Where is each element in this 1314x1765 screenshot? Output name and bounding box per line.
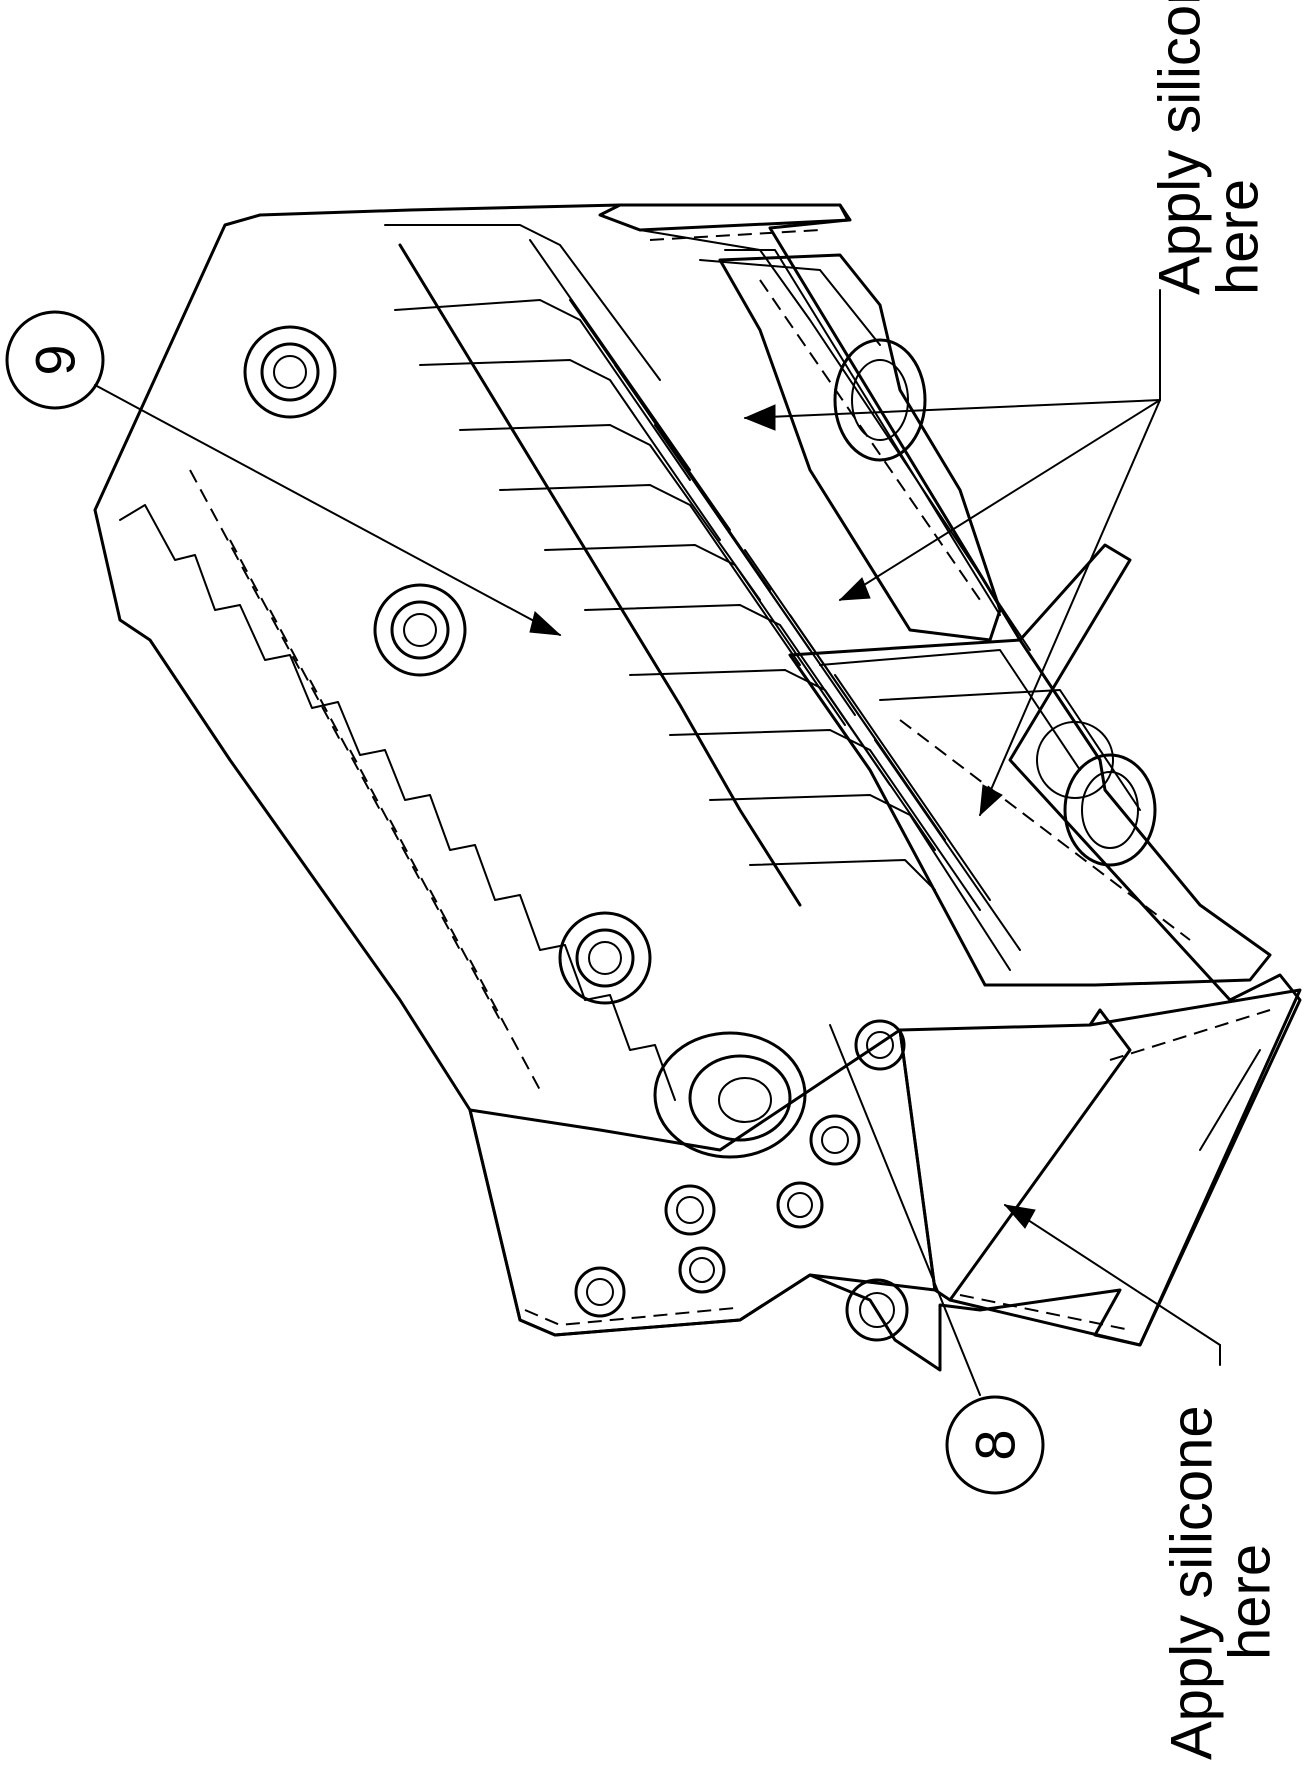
silicone-callout-bottom: Apply silicone here [1003,1204,1283,1760]
balloon-8: 8 [829,1024,1045,1495]
silicone-callout-top-line1: Apply silicone [1148,0,1213,295]
balloon-8-label: 8 [964,1429,1027,1460]
channel-modules [189,224,1021,1091]
balloon-9: 9 [5,310,562,636]
rollers [243,325,1157,1342]
silicone-callout-bottom-line1: Apply silicone [1160,1405,1225,1760]
balloon-9-label: 9 [24,344,87,375]
silicone-callout-bottom-line2: here [1218,1544,1283,1660]
assembly-body [93,203,1302,1372]
silicone-callout-top-line2: here [1206,179,1271,295]
silicone-callout-top: Apply silicone here [743,0,1271,817]
